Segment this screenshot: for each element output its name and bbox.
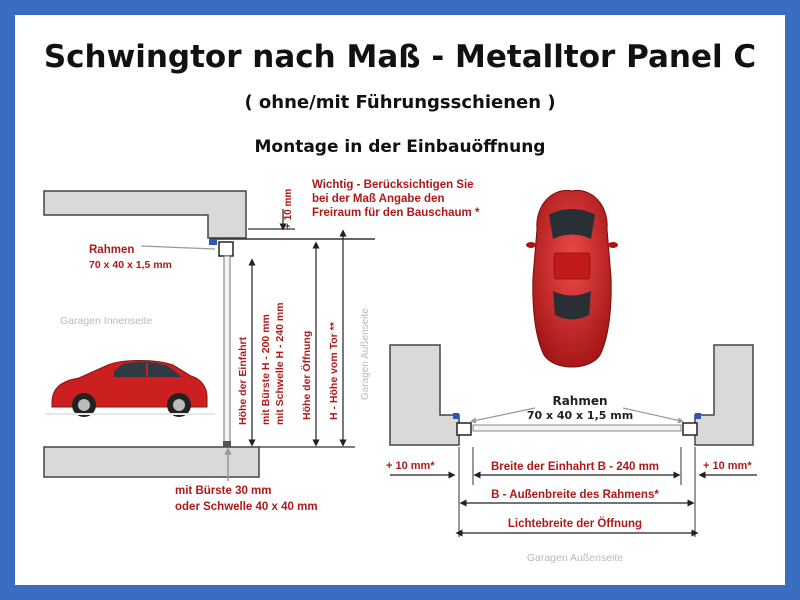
lintel-wall (43, 190, 247, 239)
section-heading: Montage in der Einbauöffnung (255, 137, 546, 157)
side-bottom-line1: mit Bürste 30 mm (175, 485, 272, 497)
side-outside-label: Garagen Außenseite (360, 308, 371, 400)
side-dim1-line3: mit Schwelle H - 240 mm (274, 302, 286, 425)
side-plus10: + 10 mm (283, 189, 294, 229)
frame-profile-top (218, 241, 234, 257)
door-leaf (223, 255, 231, 443)
frame-profile-right (682, 422, 698, 436)
wall-right (694, 344, 754, 446)
side-dim1-line1: Höhe der Einfahrt (237, 336, 249, 425)
montage-diagram: Schwingtor nach Maß - Metalltor Panel C … (43, 39, 757, 564)
side-note-line1: Wichtig - Berücksichtigen Sie (312, 179, 474, 191)
brush (223, 441, 231, 447)
side-note-line2: bei der Maß Angabe den (312, 193, 444, 205)
top-dim-aussen: B - Außenbreite des Rahmens* (491, 489, 659, 501)
clip-left (453, 413, 459, 419)
pointer-rahmen (140, 245, 216, 250)
car-side-view (45, 360, 215, 417)
diagram-frame: Schwingtor nach Maß - Metalltor Panel C … (15, 15, 785, 585)
side-rahmen-label: Rahmen (89, 244, 134, 256)
top-outside-label: Garagen Außenseite (527, 552, 623, 564)
door-panel-top (472, 424, 682, 432)
floor-slab (43, 446, 260, 478)
top-plus10-right: + 10 mm* (703, 460, 752, 472)
side-note-line3: Freiraum für den Bauschaum * (312, 207, 480, 219)
wall-left (389, 344, 460, 446)
car-top-view (526, 189, 618, 368)
side-dim2: Höhe der Öffnung (300, 331, 313, 420)
top-rahmen-size: 70 x 40 x 1,5 mm (527, 409, 633, 422)
top-plus10-left: + 10 mm* (386, 460, 435, 472)
top-dim-einfahrt: Breite der Einhahrt B - 240 mm (491, 461, 659, 473)
page-title: Schwingtor nach Maß - Metalltor Panel C (44, 39, 756, 75)
frame-profile-left (456, 422, 472, 436)
top-dim-licht: Lichtebreite der Öffnung (508, 517, 642, 530)
top-rahmen-label: Rahmen (552, 394, 607, 408)
clip-right (695, 413, 701, 419)
side-rahmen-size: 70 x 40 x 1,5 mm (89, 259, 172, 271)
pointer-rahmen-right (622, 407, 684, 424)
page-subtitle: ( ohne/mit Führungsschienen ) (244, 92, 555, 113)
side-dim1-line2: mit Bürste H - 200 mm (260, 314, 272, 425)
side-bottom-line2: oder Schwelle 40 x 40 mm (175, 501, 318, 513)
frame-clip (209, 239, 217, 245)
side-dim3: H - Höhe vom Tor ** (328, 321, 340, 420)
pointer-rahmen-left (470, 407, 536, 424)
side-inside-label: Garagen Innenseite (60, 315, 152, 327)
